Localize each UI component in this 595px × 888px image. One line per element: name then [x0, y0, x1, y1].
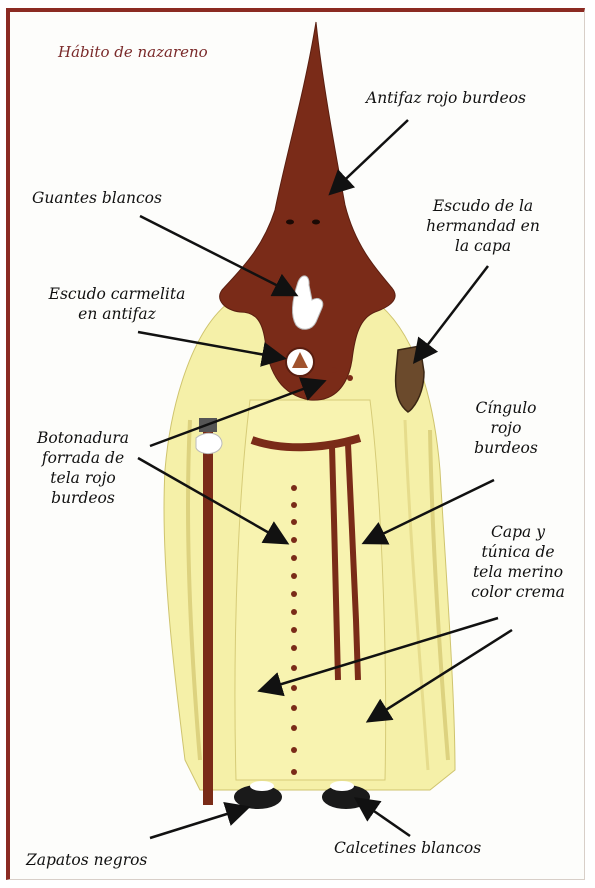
label-cingulo-line: rojo — [446, 418, 566, 438]
arrow-zapatos — [150, 808, 246, 838]
label-cingulo: Cíngulo rojo burdeos — [446, 398, 566, 458]
arrow-calcetines — [358, 800, 410, 836]
label-cingulo-line: Cíngulo — [446, 398, 566, 418]
label-capa-tunica-line: tela merino — [448, 562, 588, 582]
sock — [330, 781, 354, 791]
label-botonadura-line: forrada de — [8, 448, 158, 468]
label-escudo-hermandad-line: la capa — [408, 236, 558, 256]
label-botonadura-line: Botonadura — [8, 428, 158, 448]
figure-title: Hábito de nazareno — [58, 42, 208, 62]
eye-hole — [312, 220, 320, 225]
label-capa-tunica-line: color crema — [448, 582, 588, 602]
label-escudo-hermandad-line: hermandad en — [408, 216, 558, 236]
label-botonadura: Botonadura forrada de tela rojo burdeos — [8, 428, 158, 508]
label-calcetines: Calcetines blancos — [334, 838, 481, 858]
arrow-escudo-hermandad — [416, 266, 488, 360]
tunic — [235, 400, 386, 780]
label-botonadura-line: burdeos — [8, 488, 158, 508]
label-guantes: Guantes blancos — [32, 188, 162, 208]
staff-hand — [196, 433, 222, 453]
label-capa-tunica: Capa y túnica de tela merino color crema — [448, 522, 588, 602]
label-cingulo-line: burdeos — [446, 438, 566, 458]
staff — [203, 430, 213, 805]
label-escudo-hermandad-line: Escudo de la — [408, 196, 558, 216]
label-capa-tunica-line: túnica de — [448, 542, 588, 562]
sock — [250, 781, 274, 791]
label-escudo-carmelita-line: Escudo carmelita — [12, 284, 222, 304]
label-antifaz: Antifaz rojo burdeos — [366, 88, 526, 108]
label-escudo-hermandad: Escudo de la hermandad en la capa — [408, 196, 558, 256]
label-capa-tunica-line: Capa y — [448, 522, 588, 542]
label-zapatos: Zapatos negros — [26, 850, 147, 870]
arrow-antifaz — [332, 120, 408, 192]
label-escudo-carmelita: Escudo carmelita en antifaz — [12, 284, 222, 324]
label-escudo-carmelita-line: en antifaz — [12, 304, 222, 324]
label-botonadura-line: tela rojo — [8, 468, 158, 488]
eye-hole — [286, 220, 294, 225]
